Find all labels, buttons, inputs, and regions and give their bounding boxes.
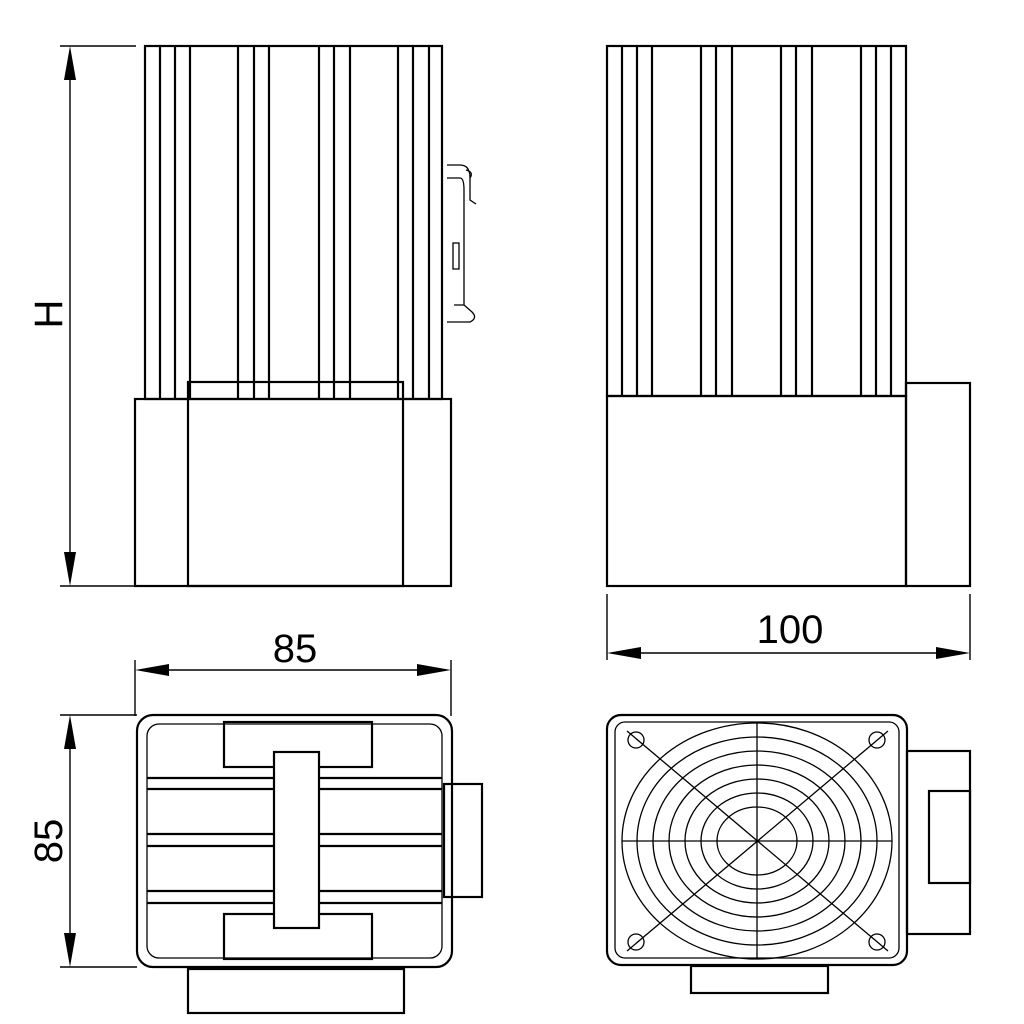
width-side-label: 100 [757, 608, 824, 652]
width-front-label: 85 [273, 627, 318, 671]
side-terminal-box [904, 381, 972, 588]
fan-mount-holes [627, 731, 886, 951]
front-center-panel [186, 380, 405, 588]
depth-85-dimension: 85 [27, 714, 137, 968]
side-view [605, 44, 972, 588]
top-view [135, 713, 484, 1015]
fan-terminal-window [927, 789, 972, 885]
din-rail-clip [447, 164, 477, 323]
top-center-strap [272, 750, 321, 930]
fan-terminal-box [905, 749, 972, 936]
height-label: H [27, 300, 71, 329]
width-100-dimension: 100 [606, 594, 971, 660]
side-base-housing [605, 394, 908, 588]
fan-view [605, 713, 972, 995]
top-terminal-box [442, 782, 484, 899]
side-heatsink-fins [620, 46, 893, 396]
top-outer-housing [135, 713, 454, 969]
height-dimension: H [27, 45, 136, 587]
fan-base-plate [689, 964, 830, 995]
front-view [133, 44, 477, 588]
top-base-plate [186, 967, 406, 1015]
front-heatsink-fins [158, 46, 431, 399]
fan-guard-cross [622, 722, 892, 958]
depth-top-label: 85 [27, 819, 71, 864]
din-clip-latch [452, 242, 460, 270]
width-85-dimension: 85 [134, 627, 452, 716]
